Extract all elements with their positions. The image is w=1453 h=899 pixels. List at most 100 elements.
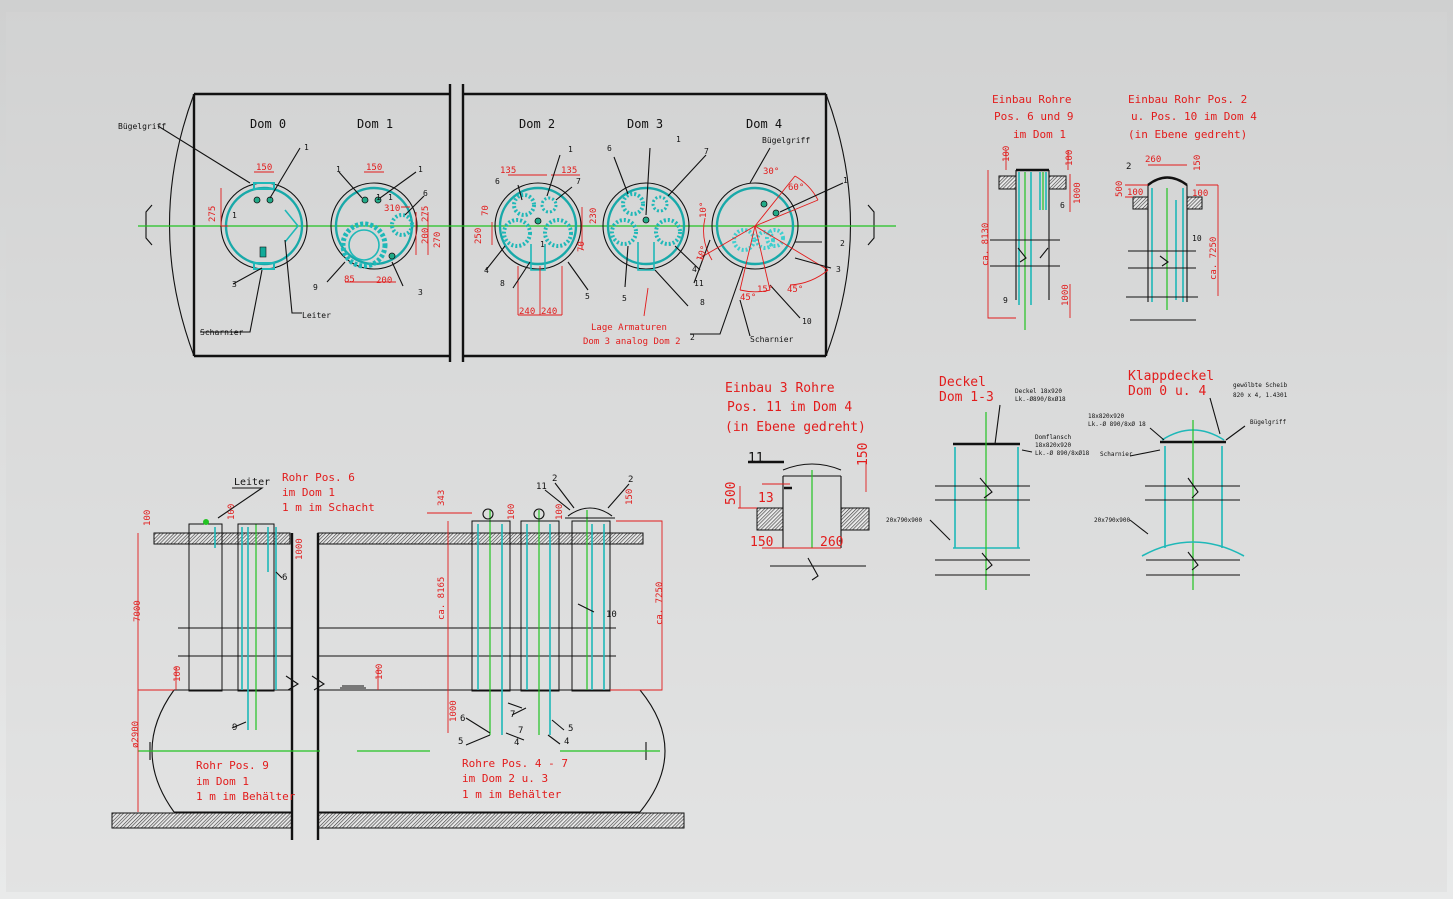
label-rohre-4-7: Rohre Pos. 4 - 7 [462, 757, 568, 770]
note-klappdeckel: Lk.-Ø 890/8xØ 18 [1088, 421, 1146, 428]
note-domflansch: 18x820x920 [1035, 442, 1072, 449]
detail-title: Dom 0 u. 4 [1128, 384, 1206, 399]
pos-number: 6 [1060, 201, 1065, 210]
pos-number: 4 [514, 738, 519, 748]
sheet-panel [6, 12, 1447, 892]
dim-ca-7250: ca. 7250 [655, 582, 665, 625]
label-rohre-4-7: im Dom 2 u. 3 [462, 772, 548, 785]
pos-number: 9 [1003, 296, 1008, 305]
label-scharnier: Scharnier [750, 335, 794, 344]
note-deckel: Lk.-Ø890/8xØ18 [1015, 396, 1066, 403]
label-rohr-6: im Dom 1 [282, 486, 335, 499]
dim-250: 250 [474, 228, 484, 244]
pos-number: 4 [692, 265, 697, 274]
dim-260: 260 [820, 535, 843, 550]
dim-70: 70 [481, 205, 491, 216]
pos-number: 7 [704, 147, 709, 156]
detail-title: Deckel [939, 375, 986, 390]
pos-number: 6 [607, 144, 612, 153]
dim-45deg: 45° [787, 285, 803, 295]
pos-number: 2 [690, 333, 695, 342]
dome-2 [491, 174, 583, 316]
pos-number: 4 [564, 737, 569, 747]
note-ring: 20x790x900 [886, 517, 923, 524]
pos-number: 2 [840, 239, 845, 248]
pos-number: 11 [694, 279, 704, 288]
label-lage-armaturen: Lage Armaturen [591, 323, 667, 333]
dim-100: 100 [555, 504, 565, 520]
dim-100: 100 [227, 504, 237, 520]
detail-rohre-11: Einbau 3 Rohre Pos. 11 im Dom 4 (in Eben… [724, 381, 871, 581]
dim-ca-8130: ca. 8130 [981, 223, 991, 266]
dim-60deg: 60° [788, 183, 804, 193]
pos-number: 1 [232, 211, 237, 220]
pos-number: 9 [232, 723, 237, 733]
dim-260: 260 [1145, 155, 1161, 165]
detail-title: Einbau Rohre [992, 93, 1071, 106]
detail-title: u. Pos. 10 im Dom 4 [1131, 110, 1257, 123]
plan-view: 150 275 150 310 275 200 270 85 200 135 1… [118, 84, 896, 362]
dim-275: 275 [208, 206, 218, 222]
pos-number: 9 [313, 283, 318, 292]
label-rohr-9: im Dom 1 [196, 775, 249, 788]
pos-number: 2 [552, 474, 557, 484]
dim-30deg: 30° [763, 167, 779, 177]
note-domflansch: Domflansch [1035, 434, 1072, 441]
dim-1000: 1000 [449, 700, 459, 722]
pos-number: 3 [836, 265, 841, 274]
dim-ca-8165: ca. 8165 [437, 577, 447, 620]
dim-135: 135 [500, 166, 516, 176]
section-view: 100 100 1000 7000 100 ø2900 100 343 100 … [111, 471, 685, 840]
dim-343: 343 [437, 490, 447, 506]
label-rohr-6: 1 m im Schacht [282, 501, 375, 514]
dim-150: 150 [256, 163, 272, 173]
label-buegelgriff: Bügelgriff [762, 136, 810, 145]
dim-70: 70 [577, 241, 587, 252]
dim-150: 150 [750, 535, 773, 550]
dim-230: 230 [589, 208, 599, 224]
tank-right-end [825, 93, 851, 357]
pos-number: 6 [460, 714, 465, 724]
detail-klappdeckel: Klappdeckel Dom 0 u. 4 gewölbte Scheib 8… [1088, 369, 1288, 590]
detail-title: im Dom 1 [1013, 128, 1066, 141]
dome-1 [330, 171, 429, 283]
pos-number: 5 [622, 294, 627, 303]
dim-85: 85 [344, 275, 355, 285]
note-deckel: Deckel 18x920 [1015, 388, 1062, 395]
dim-240: 240 [541, 307, 557, 317]
note-scharnier: Scharnier [1100, 451, 1133, 458]
dome-3 [602, 182, 690, 317]
pos-number: 8 [500, 279, 505, 288]
pos-number: 6 [423, 189, 428, 198]
pos-number: 6 [495, 177, 500, 186]
dim-200: 200 [421, 228, 431, 244]
pos-number: 4 [484, 266, 489, 275]
label-rohr-6: Rohr Pos. 6 [282, 471, 355, 484]
detail-title: Pos. 6 und 9 [994, 110, 1073, 123]
detail-deckel: Deckel Dom 1-3 Deckel 18x920 Lk.-Ø890/8x… [886, 375, 1090, 590]
pos-number: 11 [748, 451, 764, 466]
dim-1000: 1000 [1073, 182, 1083, 204]
label-leiter: Leiter [234, 477, 270, 488]
dim-100: 100 [1065, 150, 1075, 166]
pos-number: 5 [568, 724, 573, 734]
pos-number: 7 [576, 177, 581, 186]
pos-number: 1 [336, 165, 341, 174]
dim-1000: 1000 [1061, 284, 1071, 306]
dim-10deg: 10° [699, 202, 709, 218]
dim-150: 150 [856, 443, 871, 466]
note-klappdeckel: 18x820x920 [1088, 413, 1125, 420]
pos-number: 1 [676, 135, 681, 144]
dome-2-title: Dom 2 [519, 117, 555, 131]
dim-100: 100 [143, 510, 153, 526]
dim-100: 100 [1192, 189, 1208, 199]
pos-number: 11 [536, 482, 547, 492]
note-domflansch: Lk.-Ø 890/8xØ18 [1035, 450, 1090, 457]
pos-number: 1 [843, 176, 848, 185]
label-scharnier: Scharnier [200, 328, 244, 337]
note-klappdeckel: gewölbte Scheib [1233, 382, 1288, 389]
dome-4 [699, 175, 829, 293]
pos-number: 1 [568, 145, 573, 154]
